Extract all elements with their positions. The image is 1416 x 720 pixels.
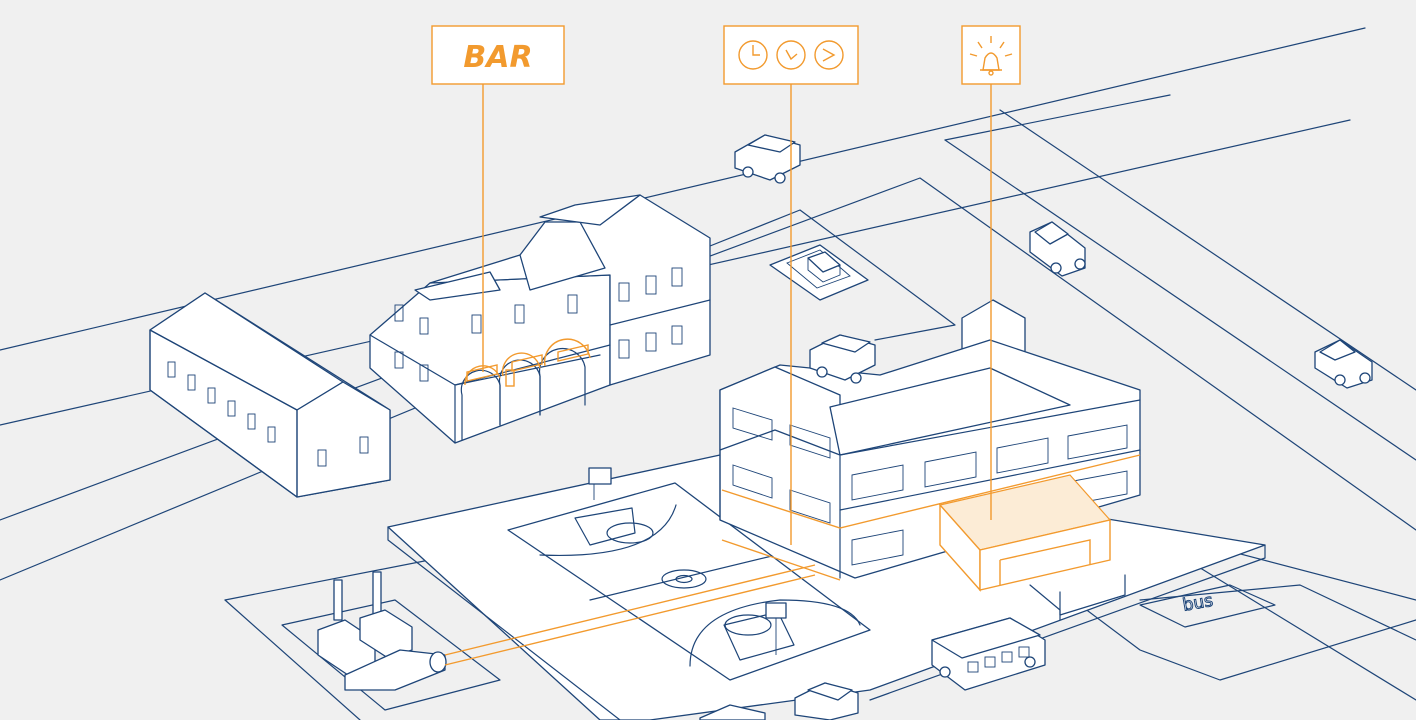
bar-building	[370, 195, 710, 443]
callout-clocks	[724, 26, 858, 84]
bar-sign-label: BAR	[463, 40, 532, 75]
bus-stop-label: bus	[1181, 591, 1215, 616]
long-house	[150, 293, 390, 497]
bus-stop: bus	[1140, 585, 1275, 627]
car-top	[735, 135, 800, 183]
callout-bar: BAR	[432, 26, 564, 84]
car-right-lower	[1315, 340, 1372, 388]
small-shed	[770, 245, 868, 300]
callout-bell	[962, 26, 1020, 84]
